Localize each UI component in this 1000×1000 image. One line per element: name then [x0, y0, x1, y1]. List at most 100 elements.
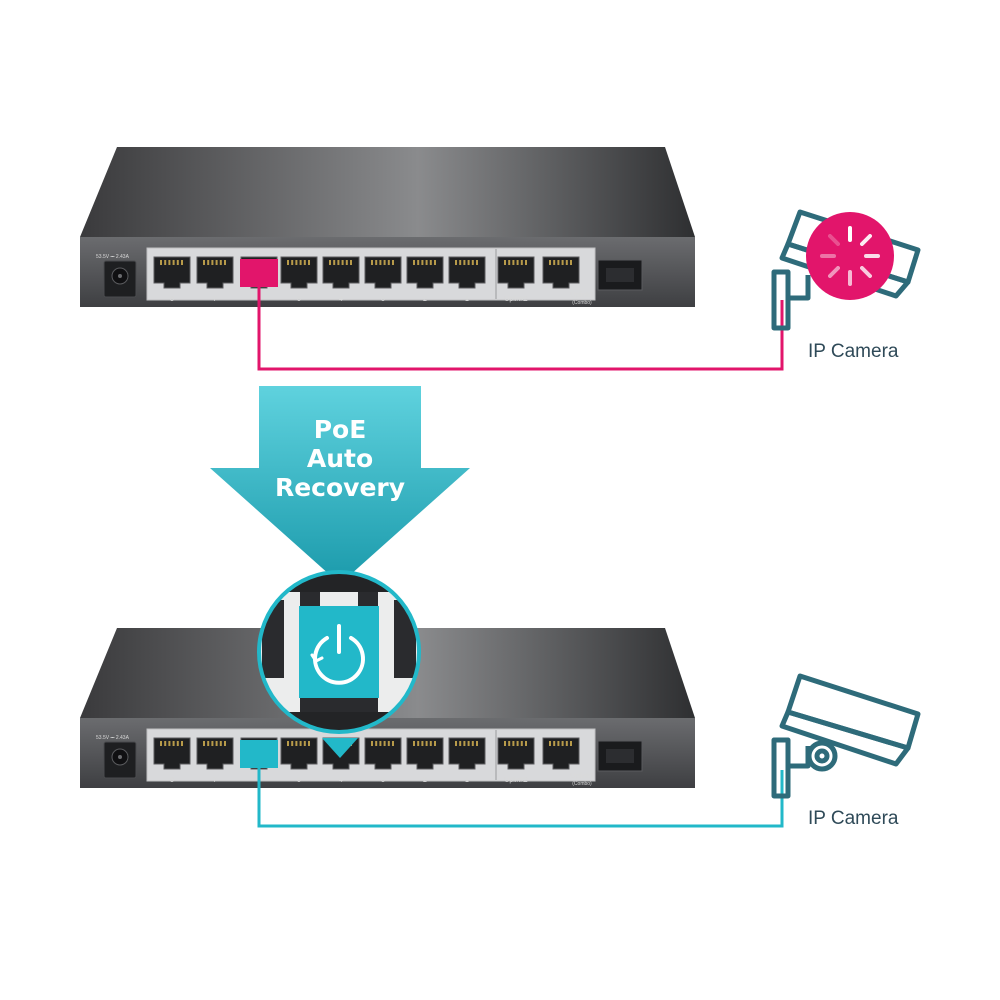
power-jack-icon	[103, 260, 137, 298]
ethernet-ports	[153, 256, 580, 289]
port-pin	[508, 260, 511, 265]
port-label: Uplink1	[570, 292, 593, 299]
arrow-text-line-3: Recovery	[275, 473, 405, 502]
port-pin	[303, 741, 306, 746]
port-pin	[549, 741, 551, 746]
port-pin	[413, 260, 415, 265]
port-pin	[168, 260, 171, 265]
port-label: Uplink2	[504, 296, 527, 303]
port-pin	[172, 260, 175, 265]
port-pin	[557, 260, 560, 265]
poe-cable-top	[257, 287, 784, 371]
port-pin	[337, 260, 340, 265]
ethernet-port	[280, 737, 318, 770]
port-pin	[176, 741, 179, 746]
ethernet-port	[280, 256, 318, 289]
port-pin	[476, 741, 478, 746]
port-pin	[219, 741, 222, 746]
port-pin	[508, 741, 511, 746]
ethernet-port	[153, 256, 191, 289]
ethernet-port	[448, 737, 486, 770]
port-pin	[387, 741, 390, 746]
port-pin	[525, 741, 527, 746]
port-pin	[299, 260, 302, 265]
loading-spinner-icon	[806, 212, 894, 300]
ethernet-port	[497, 256, 535, 289]
camera-label-bottom: IP Camera	[808, 808, 899, 829]
port-label: 1	[465, 777, 469, 784]
port-pin	[176, 260, 179, 265]
port-pin	[565, 741, 568, 746]
port-label: 7	[213, 296, 217, 303]
port-pin	[553, 741, 556, 746]
port-pin	[295, 741, 298, 746]
port-pin	[425, 260, 428, 265]
port-pin	[459, 260, 462, 265]
port-pin	[164, 741, 167, 746]
ethernet-port	[364, 256, 402, 289]
port-pin	[570, 260, 572, 265]
port-pin	[375, 741, 378, 746]
port-pin	[207, 741, 210, 746]
port-pin	[379, 741, 382, 746]
port-pin	[303, 260, 306, 265]
port-pin	[520, 260, 523, 265]
port-label: 3	[381, 777, 385, 784]
port-label: 4	[339, 296, 343, 303]
sfp-sub-label: (Combo)	[572, 781, 592, 787]
port-pin	[463, 260, 466, 265]
port-pin	[425, 741, 428, 746]
recovery-arrow: PoE Auto Recovery	[210, 386, 470, 584]
ethernet-port	[448, 256, 486, 289]
arrow-text-line-2: Auto	[307, 444, 373, 473]
port-pin	[224, 260, 226, 265]
port-pin	[211, 741, 214, 746]
port-pin	[525, 260, 527, 265]
port-pin	[308, 260, 310, 265]
port-pin	[287, 741, 289, 746]
port-pin	[375, 260, 378, 265]
port-pin	[392, 260, 394, 265]
port-pin	[516, 260, 519, 265]
port-pin	[181, 741, 183, 746]
port-pin	[203, 260, 205, 265]
camera-icon	[771, 673, 921, 799]
sfp-sub-label: (Combo)	[572, 300, 592, 306]
port-pin	[561, 260, 564, 265]
port-pin	[168, 741, 171, 746]
port-pin	[413, 741, 415, 746]
port-pin	[371, 741, 373, 746]
camera-label-top: IP Camera	[808, 341, 899, 362]
port-pin	[421, 260, 424, 265]
port-label: Uplink2	[504, 777, 527, 784]
port-pin	[516, 741, 519, 746]
ethernet-port	[542, 737, 580, 770]
port-pin	[219, 260, 222, 265]
port-pin	[160, 260, 162, 265]
port-pin	[520, 741, 523, 746]
port-pin	[467, 260, 470, 265]
port-label: 2	[423, 296, 427, 303]
ethernet-port	[364, 737, 402, 770]
port-label: 5	[297, 777, 301, 784]
port-pin	[421, 741, 424, 746]
port-pin	[417, 741, 420, 746]
arrow-text-line-1: PoE	[314, 415, 367, 444]
port-label: Uplink1	[570, 773, 593, 780]
port-pin	[459, 741, 462, 746]
power-recovery-icon	[310, 624, 365, 685]
port-pin	[341, 260, 344, 265]
port-pin	[287, 260, 289, 265]
power-label: 53.5V ⎓ 2.43A	[96, 254, 130, 260]
sfp-slot	[597, 259, 643, 291]
port-pin	[476, 260, 478, 265]
switch-top: 53.5V ⎓ 2.43A 8 7 6 5 4 3 2 1 Uplink2 Up…	[80, 147, 695, 307]
port-pin	[455, 260, 457, 265]
port-pin	[333, 260, 336, 265]
port-pin	[417, 260, 420, 265]
port-label: 8	[170, 296, 174, 303]
ethernet-ports	[153, 737, 580, 770]
recovered-port-highlight	[240, 740, 278, 768]
ethernet-port	[497, 737, 535, 770]
